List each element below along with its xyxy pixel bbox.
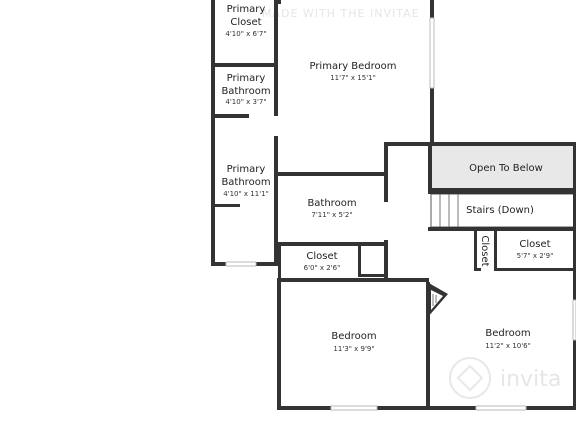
room-primary-bathroom-small: Primary Bathroom 4'10" x 3'7"	[221, 73, 270, 106]
svg-text:11'7" x 15'1": 11'7" x 15'1"	[330, 74, 376, 82]
svg-text:Closet: Closet	[519, 239, 550, 250]
room-bedroom-left: Bedroom 11'3" x 9'9"	[331, 331, 376, 353]
room-closet-right: Closet 5'7" x 2'9"	[517, 239, 554, 260]
svg-text:4'10" x 11'1": 4'10" x 11'1"	[223, 190, 269, 198]
open-to-below-area	[431, 146, 576, 188]
svg-text:Primary Bedroom: Primary Bedroom	[309, 61, 396, 72]
svg-text:Primary: Primary	[227, 73, 266, 84]
stairs	[430, 193, 576, 228]
svg-text:4'10" x 3'7": 4'10" x 3'7"	[225, 98, 266, 106]
svg-text:Primary: Primary	[227, 4, 266, 15]
svg-text:6'0" x 2'6": 6'0" x 2'6"	[304, 264, 341, 272]
room-primary-bathroom: Primary Bathroom 4'10" x 11'1"	[221, 164, 270, 198]
svg-text:Closet: Closet	[230, 17, 261, 28]
svg-text:Primary: Primary	[227, 164, 266, 175]
svg-text:Bathroom: Bathroom	[221, 86, 270, 97]
svg-text:4'10" x 6'7": 4'10" x 6'7"	[225, 30, 266, 38]
svg-text:5'7" x 2'9": 5'7" x 2'9"	[517, 252, 554, 260]
room-bathroom: Bathroom 7'11" x 5'2"	[307, 198, 356, 219]
watermark-brand: invita	[500, 367, 561, 392]
room-bedroom-right: Bedroom 11'2" x 10'6"	[485, 328, 531, 350]
svg-text:Closet: Closet	[306, 251, 337, 262]
svg-text:Bathroom: Bathroom	[221, 177, 270, 188]
svg-text:11'2" x 10'6": 11'2" x 10'6"	[485, 342, 531, 350]
watermark-text: MADE WITH THE INVITAE	[262, 7, 420, 20]
label-closet-vertical: Closet	[479, 235, 490, 266]
windows	[225, 17, 576, 411]
svg-text:Bedroom: Bedroom	[331, 331, 376, 342]
svg-text:Bedroom: Bedroom	[485, 328, 530, 339]
watermark-logo	[449, 357, 491, 399]
svg-text:Stairs (Down): Stairs (Down)	[466, 205, 534, 216]
room-closet-hall: Closet 6'0" x 2'6"	[304, 251, 341, 272]
room-primary-bedroom: Primary Bedroom 11'7" x 15'1"	[309, 61, 396, 82]
svg-text:Open To Below: Open To Below	[469, 163, 543, 174]
label-open-to-below: Open To Below	[469, 163, 543, 174]
svg-text:11'3" x 9'9": 11'3" x 9'9"	[333, 345, 374, 353]
svg-text:Closet: Closet	[479, 235, 490, 266]
svg-text:Bathroom: Bathroom	[307, 198, 356, 209]
label-stairs-down: Stairs (Down)	[466, 205, 534, 216]
room-primary-closet: Primary Closet 4'10" x 6'7"	[225, 4, 266, 38]
svg-text:7'11" x 5'2": 7'11" x 5'2"	[311, 211, 352, 219]
